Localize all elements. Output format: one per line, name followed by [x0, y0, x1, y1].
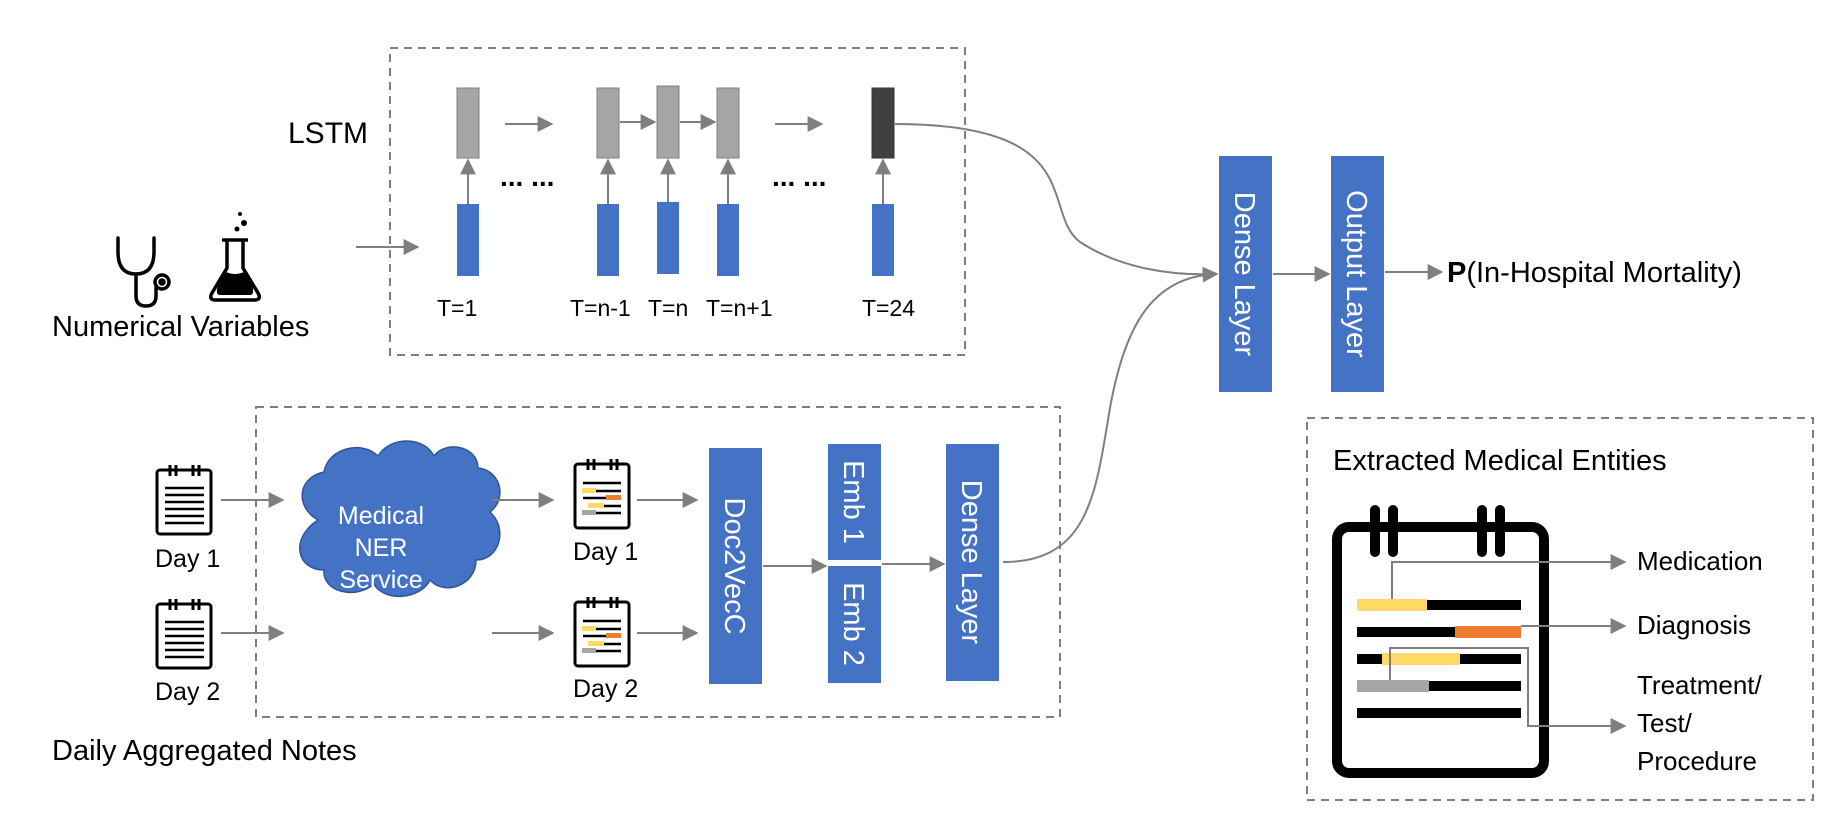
ner-cloud-line1: Medical [338, 502, 424, 530]
note-line [1460, 654, 1521, 664]
lstm-input-cell-t1 [457, 204, 479, 276]
legend-treatment-line3: Procedure [1637, 746, 1757, 776]
emb2-block [828, 566, 881, 683]
day1-input-label: Day 1 [155, 545, 220, 573]
lstm-input-cell-tn-1 [597, 204, 619, 276]
lstm-input-cell-tn [657, 202, 679, 274]
ner-cloud-line3: Service [339, 566, 422, 594]
lstm-hidden-cell-t1 [456, 87, 480, 159]
dense-layer-main [1219, 156, 1272, 392]
emb2-label: Emb 2 [837, 582, 869, 666]
day2-input-label: Day 2 [155, 678, 220, 706]
lstm-hidden-cell-tn [656, 85, 680, 159]
time-label-t24: T=24 [862, 295, 915, 321]
output-probability-label: P(In-Hospital Mortality) [1447, 257, 1742, 289]
daily-aggregated-notes-label: Daily Aggregated Notes [52, 735, 357, 767]
time-label-tn+1: T=n+1 [706, 295, 773, 321]
legend-title: Extracted Medical Entities [1333, 445, 1667, 477]
notes-to-dense-curve [1002, 273, 1218, 563]
doc2vecc-block [709, 448, 762, 684]
lstm-container [389, 47, 966, 356]
legend-container [1306, 417, 1814, 801]
doc2vecc-label: Doc2VecC [718, 497, 750, 634]
day2-notes-label: Day 2 [573, 675, 638, 703]
probability-symbol: P [1447, 257, 1466, 289]
lstm-input-cell-t24 [872, 204, 894, 276]
emb1-block [828, 444, 881, 560]
entity-bar-medication [1357, 599, 1427, 611]
entity-bar-treatment [1357, 680, 1429, 692]
note-line [1427, 600, 1521, 610]
notepad-icon-day2 [155, 599, 213, 670]
dense-layer-main-label: Dense Layer [1228, 192, 1260, 357]
stethoscope-icon [116, 236, 171, 308]
large-notepad-icon [1332, 505, 1549, 778]
legend-treatment-line1: Treatment/ [1637, 670, 1763, 700]
entity-bar-diagnosis [1455, 626, 1521, 638]
treatment-callout [1389, 647, 1627, 734]
numerical-variables-label: Numerical Variables [52, 311, 309, 343]
emb1-label: Emb 1 [837, 460, 869, 544]
lstm-hidden-cell-t24 [871, 87, 895, 159]
legend-treatment-line2: Test/ [1637, 708, 1693, 738]
day1-notes-label: Day 1 [573, 538, 638, 566]
time-label-tn-1: T=n-1 [570, 295, 631, 321]
ner-cloud-line2: NER [355, 534, 408, 562]
notes-container [255, 406, 1061, 718]
flask-icon [208, 212, 262, 302]
output-layer-label: Output Layer [1340, 190, 1372, 358]
legend-diagnosis-label: Diagnosis [1637, 610, 1751, 640]
lstm-ellipsis-right: ... ... [772, 161, 826, 192]
probability-text: (In-Hospital Mortality) [1466, 257, 1742, 289]
time-label-t1: T=1 [437, 295, 477, 321]
dense-layer-notes-label: Dense Layer [955, 480, 987, 645]
lstm-hidden-cell-tn+1 [716, 87, 740, 159]
output-layer [1331, 156, 1384, 392]
annotated-notepad-icon-day1 [573, 459, 631, 530]
lstm-input-cell-tn+1 [717, 204, 739, 276]
lstm-title: LSTM [288, 117, 368, 150]
lstm-to-dense-curve [894, 123, 1219, 283]
note-line [1357, 708, 1521, 718]
lstm-hidden-cell-tn-1 [596, 87, 620, 159]
entity-bar-medication-2 [1382, 653, 1460, 665]
note-line [1357, 627, 1455, 637]
time-label-tn: T=n [648, 295, 688, 321]
notepad-icon-day1 [155, 465, 213, 536]
note-line [1357, 654, 1382, 664]
note-line [1429, 681, 1521, 691]
legend-medication-label: Medication [1637, 546, 1763, 576]
medical-ner-service-cloud [299, 440, 501, 598]
dense-layer-notes [946, 444, 999, 681]
lstm-ellipsis-left: ... ... [500, 161, 554, 192]
annotated-notepad-icon-day2 [573, 597, 631, 668]
medication-callout [1391, 554, 1627, 599]
